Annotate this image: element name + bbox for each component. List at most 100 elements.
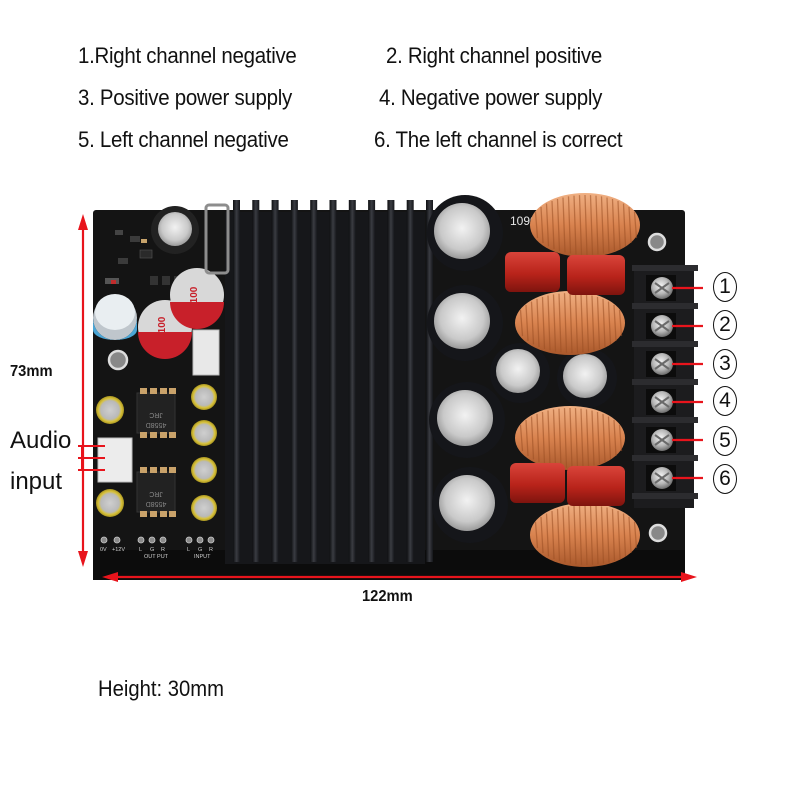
coil-winding: [607, 416, 612, 460]
terminal-number-5: 5: [713, 426, 737, 456]
coil-winding: [573, 505, 577, 565]
svg-text:JRC: JRC: [149, 490, 163, 497]
svg-text:G: G: [198, 547, 202, 553]
terminal-number-2: 2: [713, 310, 737, 340]
svg-text:R: R: [209, 547, 213, 553]
heatsink-fin: [252, 200, 260, 562]
coil-winding: [562, 507, 566, 563]
legend-item-6: 6. The left channel is correct: [374, 127, 623, 152]
svg-text:4558D: 4558D: [146, 421, 167, 428]
screw-slot: [654, 358, 670, 370]
terminal-separator: [632, 417, 698, 423]
coil-winding: [545, 513, 550, 557]
svg-text:JRC: JRC: [149, 411, 163, 418]
svg-text:G: G: [150, 547, 154, 553]
coil-winding: [534, 521, 539, 549]
coil-winding: [569, 292, 573, 354]
terminal-separator: [632, 455, 698, 461]
coil-winding: [530, 301, 535, 345]
height-dimension-arrow: [78, 214, 88, 567]
coil-winding: [562, 197, 566, 253]
terminal-number-3: 3: [713, 349, 737, 379]
coil-winding: [519, 424, 524, 452]
coil-winding: [551, 510, 555, 560]
svg-text:0V: 0V: [100, 547, 107, 553]
coil-winding: [536, 413, 540, 463]
coil-winding: [547, 295, 551, 351]
coil-winding: [573, 195, 577, 255]
coil-winding: [611, 508, 616, 562]
coil-winding: [591, 410, 595, 466]
coil-winding: [589, 195, 594, 255]
coil-winding: [545, 203, 550, 247]
legend-item-2: 2. Right channel positive: [386, 43, 602, 68]
heatsink-fin: [290, 200, 298, 562]
coil-winding: [633, 521, 638, 549]
screw-slot: [654, 472, 670, 484]
film-capacitors: [505, 252, 625, 506]
coil-winding: [618, 309, 623, 337]
legend-item-1: 1.Right channel negative: [78, 43, 297, 68]
coil-winding: [541, 411, 546, 465]
audio-input-label-line1: Audio: [10, 427, 72, 454]
cap-marking: 100: [157, 316, 168, 333]
coil-winding: [534, 211, 539, 239]
svg-text:4558D: 4558D: [146, 500, 167, 507]
heatsink-fin: [426, 200, 433, 562]
heatsink-fin: [348, 200, 356, 562]
coil-winding: [585, 409, 590, 467]
audio-input-label-line2: input: [10, 468, 63, 495]
screw-slot: [654, 396, 670, 408]
heatsink-fin: [329, 200, 337, 562]
coil-winding: [569, 407, 573, 469]
coil-winding: [578, 505, 583, 565]
coil-winding: [596, 411, 601, 465]
coil-winding: [617, 200, 621, 250]
coil-winding: [540, 516, 544, 554]
toroid-coils: [515, 193, 640, 567]
coil-winding: [580, 408, 584, 468]
large-capacitors: [427, 195, 617, 543]
terminal-block: [632, 265, 698, 508]
coil-winding: [628, 516, 632, 554]
terminal-number-1: 1: [713, 272, 737, 302]
coil-winding: [628, 206, 632, 244]
coil-winding: [600, 196, 605, 254]
coil-winding: [580, 293, 584, 353]
legend-item-4: 4. Negative power supply: [379, 85, 603, 110]
coil-winding: [563, 293, 568, 353]
coil-winding: [613, 419, 617, 457]
capacitor-blue: [93, 294, 137, 340]
coil-winding: [606, 507, 610, 563]
svg-text:L: L: [139, 547, 142, 553]
heatsink-fin: [310, 200, 318, 562]
component-height-label: Height: 30mm: [98, 676, 224, 701]
heatsink-fin: [406, 200, 414, 562]
coil-winding: [633, 211, 638, 239]
screw-slot: [654, 434, 670, 446]
coil-winding: [530, 416, 535, 460]
heatsink-fin: [271, 200, 279, 562]
coil-winding: [540, 206, 544, 244]
coil-winding: [617, 510, 621, 560]
coil-winding: [585, 294, 590, 352]
coil-winding: [595, 505, 599, 565]
coil-winding: [591, 295, 595, 351]
coil-winding: [563, 408, 568, 468]
terminal-separator: [632, 341, 698, 347]
svg-text:OUT PUT: OUT PUT: [144, 554, 169, 560]
coil-winding: [618, 424, 623, 452]
coil-winding: [578, 195, 583, 255]
terminal-separator: [632, 303, 698, 309]
coil-winding: [547, 410, 551, 466]
power-connector: [192, 329, 220, 376]
header-pins: [100, 536, 215, 544]
coil-winding: [613, 304, 617, 342]
board-height-label: 73mm: [10, 363, 53, 380]
heatsink-fin: [368, 200, 376, 562]
yellow-capacitors: [96, 384, 217, 521]
heatsink-clip: [204, 203, 230, 275]
coil-winding: [596, 296, 601, 350]
coil-winding: [611, 198, 616, 252]
